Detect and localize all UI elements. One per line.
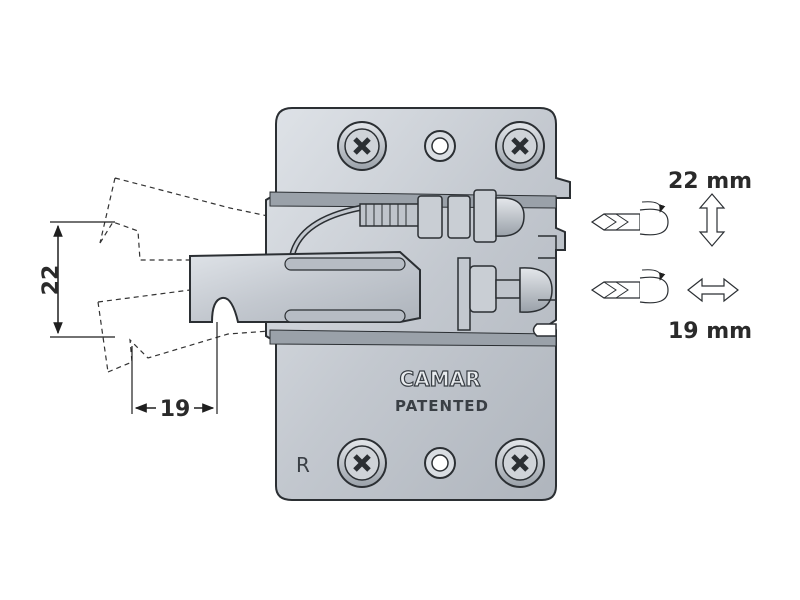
patented-stamp: PATENTED: [395, 397, 489, 415]
horizontal-adjust-screw: [457, 257, 553, 331]
mounting-hole: [424, 447, 456, 479]
phillips-screw-icon: [495, 121, 545, 171]
plate-rails: [538, 235, 557, 301]
horizontal-adjust-legend: 19 mm: [590, 269, 752, 344]
horizontal-adjust-text: 19 mm: [668, 319, 752, 344]
phillips-screw-icon: [337, 121, 387, 171]
phillips-screw-icon: [495, 438, 545, 488]
vertical-dimension-label: 22: [39, 265, 64, 296]
screwdriver-icon: [590, 201, 669, 236]
vertical-adjust-legend: 22 mm: [590, 169, 752, 247]
vertical-adjust-screw: [289, 189, 525, 257]
horizontal-dimension: 19: [131, 322, 218, 422]
mounting-hole: [424, 130, 456, 162]
double-arrow-horizontal-icon: [687, 277, 739, 303]
double-arrow-vertical-icon: [698, 193, 726, 247]
side-mark: R: [296, 453, 310, 477]
hook-arm: [189, 250, 421, 323]
screwdriver-icon: [590, 269, 669, 304]
vertical-dimension: 22: [39, 221, 115, 338]
vertical-adjust-text: 22 mm: [668, 169, 752, 194]
phillips-screw-icon: [337, 438, 387, 488]
horizontal-dimension-label: 19: [160, 397, 191, 422]
brand-logo: CAMAR: [400, 367, 481, 391]
